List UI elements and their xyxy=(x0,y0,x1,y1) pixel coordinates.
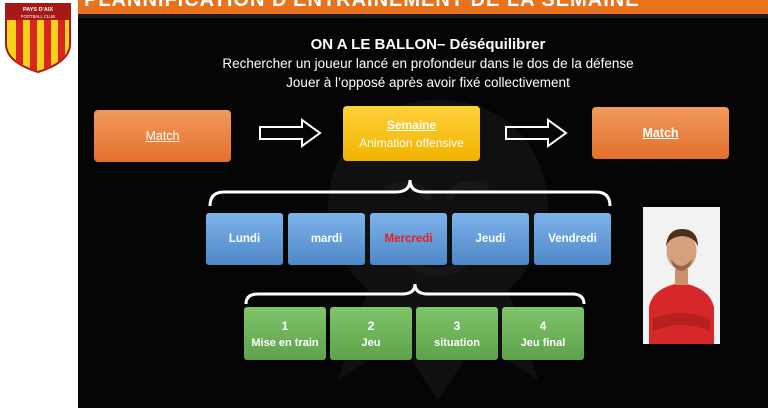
week-title: Semaine xyxy=(386,117,437,132)
slide: PLANNIFICATION D'ENTRAINEMENT DE LA SEMA… xyxy=(78,0,768,408)
header-stripe xyxy=(78,0,768,14)
previous-match-label: Match xyxy=(145,129,180,143)
coach-photo xyxy=(643,207,720,344)
week-subtitle: Animation offensive xyxy=(359,135,464,150)
day-mardi[interactable]: mardi xyxy=(288,213,365,265)
session-headline: ON A LE BALLON– Déséquilibrer xyxy=(310,36,546,53)
step-3[interactable]: 3 situation xyxy=(416,307,498,360)
step-number: 3 xyxy=(453,318,461,333)
logo-line2: FOOTBALL CLUB xyxy=(21,14,55,19)
objective-line-1: Rechercher un joueur lancé en profondeur… xyxy=(222,56,634,71)
next-match-box[interactable]: Match xyxy=(592,107,729,159)
objective-line-2: Jouer à l’opposé après avoir fixé collec… xyxy=(286,75,570,90)
day-label: Vendredi xyxy=(548,233,597,245)
day-label: Mercredi xyxy=(384,233,433,245)
header-underline xyxy=(78,14,768,18)
step-4[interactable]: 4 Jeu final xyxy=(502,307,584,360)
arrow-right-icon xyxy=(505,118,568,148)
day-label: Lundi xyxy=(228,233,261,245)
day-label: mardi xyxy=(310,233,343,245)
session-brace-icon xyxy=(244,283,586,305)
step-label: Mise en train xyxy=(251,336,319,349)
logo-line1: PAYS D'AIX xyxy=(23,7,53,13)
day-vendredi[interactable]: Vendredi xyxy=(534,213,611,265)
day-jeudi[interactable]: Jeudi xyxy=(452,213,529,265)
step-1[interactable]: 1 Mise en train xyxy=(244,307,326,360)
step-number: 1 xyxy=(281,318,289,333)
step-label: situation xyxy=(434,336,480,349)
club-logo: PAYS D'AIX FOOTBALL CLUB xyxy=(2,0,74,74)
step-label: Jeu xyxy=(361,336,381,349)
arrow-right-icon xyxy=(259,118,322,148)
step-2[interactable]: 2 Jeu xyxy=(330,307,412,360)
previous-match-box[interactable]: Match xyxy=(94,110,231,162)
day-label: Jeudi xyxy=(475,233,506,245)
step-number: 2 xyxy=(367,318,375,333)
step-label: Jeu final xyxy=(520,336,566,349)
step-number: 4 xyxy=(539,318,547,333)
next-match-label: Match xyxy=(642,126,679,140)
day-lundi[interactable]: Lundi xyxy=(206,213,283,265)
week-brace-icon xyxy=(208,179,612,207)
week-box[interactable]: Semaine Animation offensive xyxy=(343,106,480,161)
day-mercredi[interactable]: Mercredi xyxy=(370,213,447,265)
page-title: PLANNIFICATION D'ENTRAINEMENT DE LA SEMA… xyxy=(84,0,640,11)
